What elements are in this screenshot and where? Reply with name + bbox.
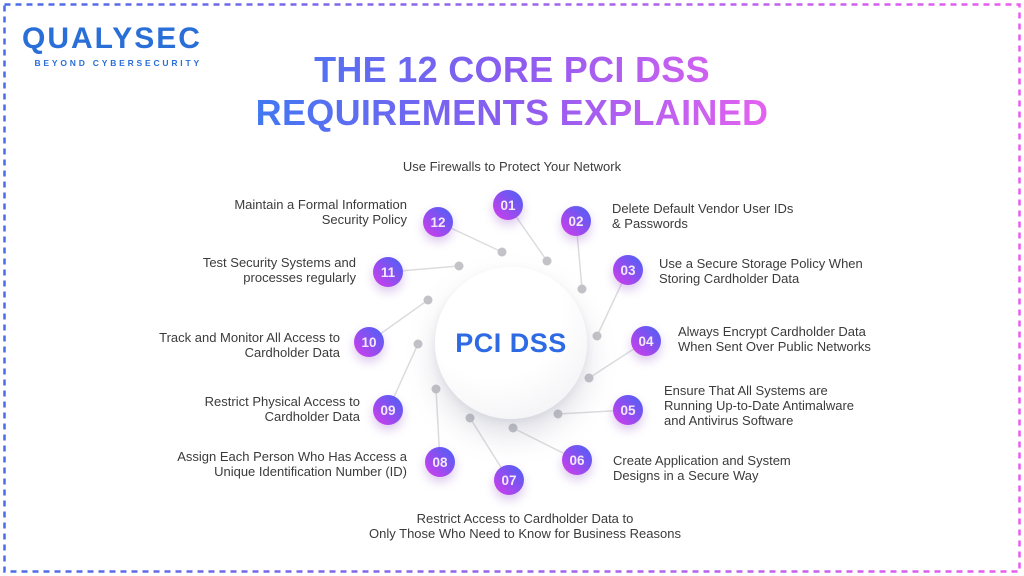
node-badge-07: 07 bbox=[494, 465, 524, 495]
node-label-10: Track and Monitor All Access to Cardhold… bbox=[159, 330, 340, 360]
node-badge-10: 10 bbox=[354, 327, 384, 357]
node-label-05: Ensure That All Systems are Running Up-t… bbox=[664, 383, 855, 428]
node-label-02: Delete Default Vendor User IDs & Passwor… bbox=[612, 201, 794, 231]
node-badge-03: 03 bbox=[613, 255, 643, 285]
node-badge-12: 12 bbox=[423, 207, 453, 237]
node-badge-11: 11 bbox=[373, 257, 403, 287]
node-label-09: Restrict Physical Access to Cardholder D… bbox=[204, 394, 360, 424]
center-label: PCI DSS bbox=[455, 327, 567, 358]
node-badge-06: 06 bbox=[562, 445, 592, 475]
node-label-04: Always Encrypt Cardholder Data When Sent… bbox=[678, 324, 871, 354]
title-line-1: THE 12 CORE PCI DSS bbox=[314, 49, 710, 90]
node-badge-04: 04 bbox=[631, 326, 661, 356]
node-badge-02: 02 bbox=[561, 206, 591, 236]
brand-tagline: BEYOND CYBERSECURITY bbox=[22, 58, 202, 68]
node-label-06: Create Application and System Designs in… bbox=[613, 453, 791, 483]
dashed-page-border bbox=[3, 3, 1021, 573]
node-label-07: Restrict Access to Cardholder Data to On… bbox=[369, 511, 681, 541]
title-line-2: REQUIREMENTS EXPLAINED bbox=[255, 92, 769, 133]
node-label-08: Assign Each Person Who Has Access a Uniq… bbox=[177, 449, 407, 479]
brand-logo: QUALYSEC BEYOND CYBERSECURITY bbox=[22, 22, 202, 68]
brand-wordmark: QUALYSEC bbox=[22, 22, 202, 55]
node-label-01: Use Firewalls to Protect Your Network bbox=[402, 159, 622, 174]
node-badge-01: 01 bbox=[493, 190, 523, 220]
node-badge-09: 09 bbox=[373, 395, 403, 425]
connector-dots bbox=[413, 247, 602, 433]
node-badge-08: 08 bbox=[425, 447, 455, 477]
node-badge-05: 05 bbox=[613, 395, 643, 425]
node-label-03: Use a Secure Storage Policy When Storing… bbox=[659, 256, 863, 286]
center-circle: PCI DSS bbox=[435, 267, 587, 419]
node-label-12: Maintain a Formal Information Security P… bbox=[234, 197, 407, 227]
node-label-11: Test Security Systems and processes regu… bbox=[202, 255, 356, 285]
